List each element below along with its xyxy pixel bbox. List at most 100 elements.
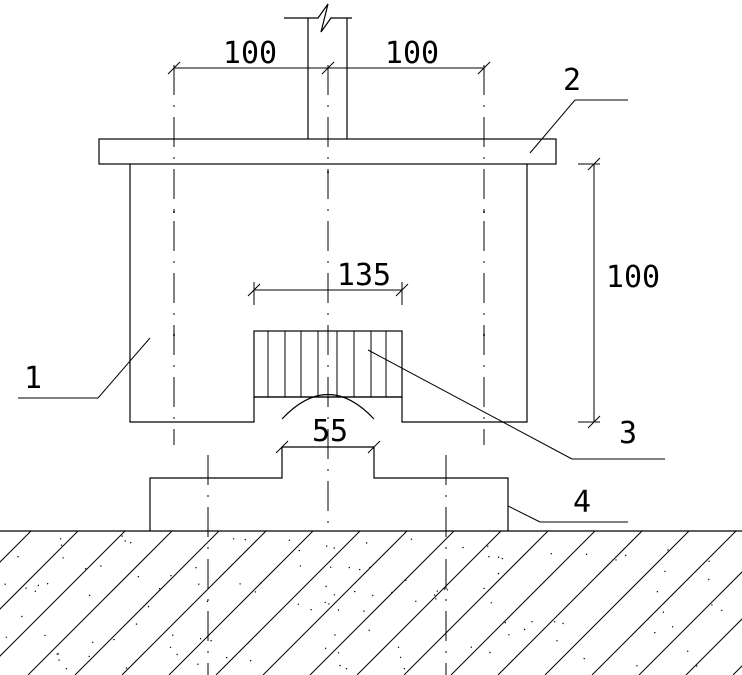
hatch-line xyxy=(0,531,79,610)
label-part-4: 4 xyxy=(573,485,591,520)
hatch-line xyxy=(168,531,314,675)
hatch-dot xyxy=(583,657,585,660)
ground-hatch xyxy=(0,531,742,675)
hatch-dot xyxy=(405,579,407,581)
hatch-dot xyxy=(656,591,659,593)
hatch-dot xyxy=(708,560,710,562)
hatch-dot xyxy=(333,594,336,596)
hatch-dot xyxy=(433,594,436,596)
hatch-dot xyxy=(198,583,200,585)
hatch-dot xyxy=(708,578,710,581)
hatch-dot xyxy=(368,629,370,631)
hatch-dot xyxy=(298,549,300,552)
hatch-dot xyxy=(721,609,723,612)
hatch-dot xyxy=(130,542,132,544)
leader-1 xyxy=(18,337,151,399)
hatch-dot xyxy=(197,663,199,665)
hatch-dot xyxy=(17,556,19,558)
dim-top-left-text: 100 xyxy=(223,36,277,71)
hatch-dot xyxy=(470,646,472,648)
hatch-dot xyxy=(324,647,327,649)
hatch-dot xyxy=(4,583,6,585)
dim-lower xyxy=(275,440,381,454)
hatch-dot xyxy=(299,565,302,567)
hatch-dot xyxy=(410,538,413,540)
hatch-line xyxy=(0,531,126,657)
hatch-dot xyxy=(662,611,665,613)
hatch-dot xyxy=(297,603,299,605)
hatch-dot xyxy=(147,606,150,608)
hatch-dot xyxy=(195,567,197,569)
hatch-dot xyxy=(497,556,500,558)
hatch-dot xyxy=(711,604,713,606)
hatch-dot xyxy=(523,628,526,631)
hatch-dot xyxy=(172,634,174,636)
hatch-line xyxy=(450,531,596,675)
hatch-dot xyxy=(92,641,94,643)
hatch-dot xyxy=(556,640,558,642)
hatch-dot xyxy=(5,636,8,638)
hatch-dot xyxy=(443,588,446,590)
hatch-dot xyxy=(391,591,393,594)
label-part-2: 2 xyxy=(563,63,581,98)
hatch-dot xyxy=(330,566,332,568)
hatch-dot xyxy=(85,568,87,570)
hatch-dot xyxy=(324,601,326,604)
hatch-dot xyxy=(176,653,178,656)
hatch-dot xyxy=(462,546,464,549)
hatch-dot xyxy=(508,634,510,636)
hatch-dot xyxy=(325,585,327,588)
hatch-dot xyxy=(124,540,126,542)
hatch-line xyxy=(591,531,737,675)
hatch-dot xyxy=(121,535,123,537)
hatch-dot xyxy=(497,572,500,575)
hatch-line xyxy=(215,531,361,675)
hatch-dot xyxy=(365,542,368,544)
hatch-dot xyxy=(337,609,340,611)
dim-right xyxy=(578,157,601,429)
leader-4 xyxy=(507,505,628,523)
hatch-dot xyxy=(397,646,400,648)
hatch-dot xyxy=(636,665,638,667)
hatch-dot xyxy=(501,557,503,560)
hatch-line xyxy=(74,531,220,675)
leader-2 xyxy=(529,99,628,154)
hatch-dot xyxy=(345,668,348,670)
center-dots xyxy=(173,171,485,336)
hatch-dot xyxy=(249,660,252,662)
hatch-dot xyxy=(446,589,449,591)
center-lines xyxy=(173,65,485,675)
hatch-dot xyxy=(615,559,617,561)
hatch-dot xyxy=(403,668,406,670)
hatch-dot xyxy=(260,582,262,584)
hatch-dot xyxy=(34,590,37,592)
hatch-line xyxy=(262,531,408,675)
hatch-dot xyxy=(489,651,491,654)
hatch-line xyxy=(497,531,643,675)
hatch-dot xyxy=(100,565,102,567)
hatch-dot xyxy=(415,600,417,602)
hatch-dot xyxy=(232,538,235,540)
pedestal xyxy=(149,446,509,531)
dim-recess xyxy=(247,282,409,305)
hatch-line xyxy=(403,531,549,675)
hatch-dot xyxy=(334,634,336,636)
hatch-dot xyxy=(158,588,161,590)
hatch-dot xyxy=(372,594,374,597)
dim-recess-text: 135 xyxy=(337,258,391,293)
hatch-dot xyxy=(483,587,485,590)
hatch-dot xyxy=(696,665,698,667)
hatch-dot xyxy=(664,570,666,573)
hatch-dot xyxy=(137,576,139,578)
hatch-dot xyxy=(488,556,490,558)
hatch-dot xyxy=(354,590,356,593)
hatch-dot xyxy=(288,539,291,541)
hatch-dot xyxy=(654,632,656,634)
hatch-dot xyxy=(113,638,115,641)
hatch-dot xyxy=(60,544,63,546)
dim-right-text: 100 xyxy=(606,260,660,295)
hatch-dot xyxy=(135,623,138,625)
dim-top-right-text: 100 xyxy=(385,36,439,71)
hatch-dot xyxy=(487,545,489,547)
